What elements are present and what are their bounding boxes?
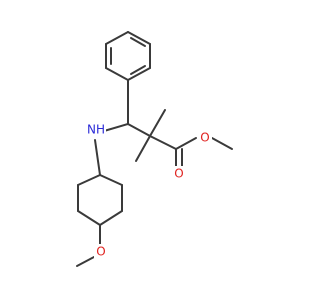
ester-o-label: O: [200, 131, 209, 145]
phenyl-bond-3: [127, 31, 151, 45]
methoxy-o-label: O: [96, 245, 105, 259]
methyl-upper-bond: [149, 109, 166, 137]
ch-to-nh-bond: [103, 123, 129, 132]
carbonyl-to-ester-o-bond: [175, 137, 197, 150]
cyclohexane-bond-3: [77, 210, 101, 226]
methoxy-o-label-bg: [94, 244, 108, 260]
quaternary-to-carbonyl-bond: [149, 135, 177, 150]
carbonyl-o-label-bg: [172, 166, 186, 182]
nh-to-cyclohexyl-bond: [94, 139, 101, 176]
phenyl-bond-5: [127, 67, 151, 81]
phenyl-bond-6: [105, 67, 129, 81]
ester-o-to-methyl-bond: [211, 137, 233, 150]
cyclohexane-bond-1: [77, 174, 101, 186]
phenyl-bond-2: [105, 31, 129, 45]
molecule-svg: NH O O O: [76, 31, 233, 267]
phenyl-double-3: [130, 65, 146, 75]
ch-to-quaternary-bond: [127, 123, 151, 137]
phenyl-double-2: [130, 37, 146, 47]
methoxy-o-to-methyl-bond: [76, 256, 95, 267]
cyclohexane-bond-6: [99, 174, 123, 186]
nh-label: NH: [87, 123, 105, 137]
atom-labels: NH O O O: [86, 121, 212, 260]
methyl-lower-bond: [135, 135, 151, 162]
cyclohexane-bond-4: [99, 210, 123, 226]
ester-o-label-bg: [198, 130, 212, 146]
nh-label-bg: [86, 121, 106, 137]
bonds: [76, 31, 233, 267]
structure-diagram: NH O O O: [76, 31, 233, 267]
carbonyl-o-label: O: [174, 167, 183, 181]
